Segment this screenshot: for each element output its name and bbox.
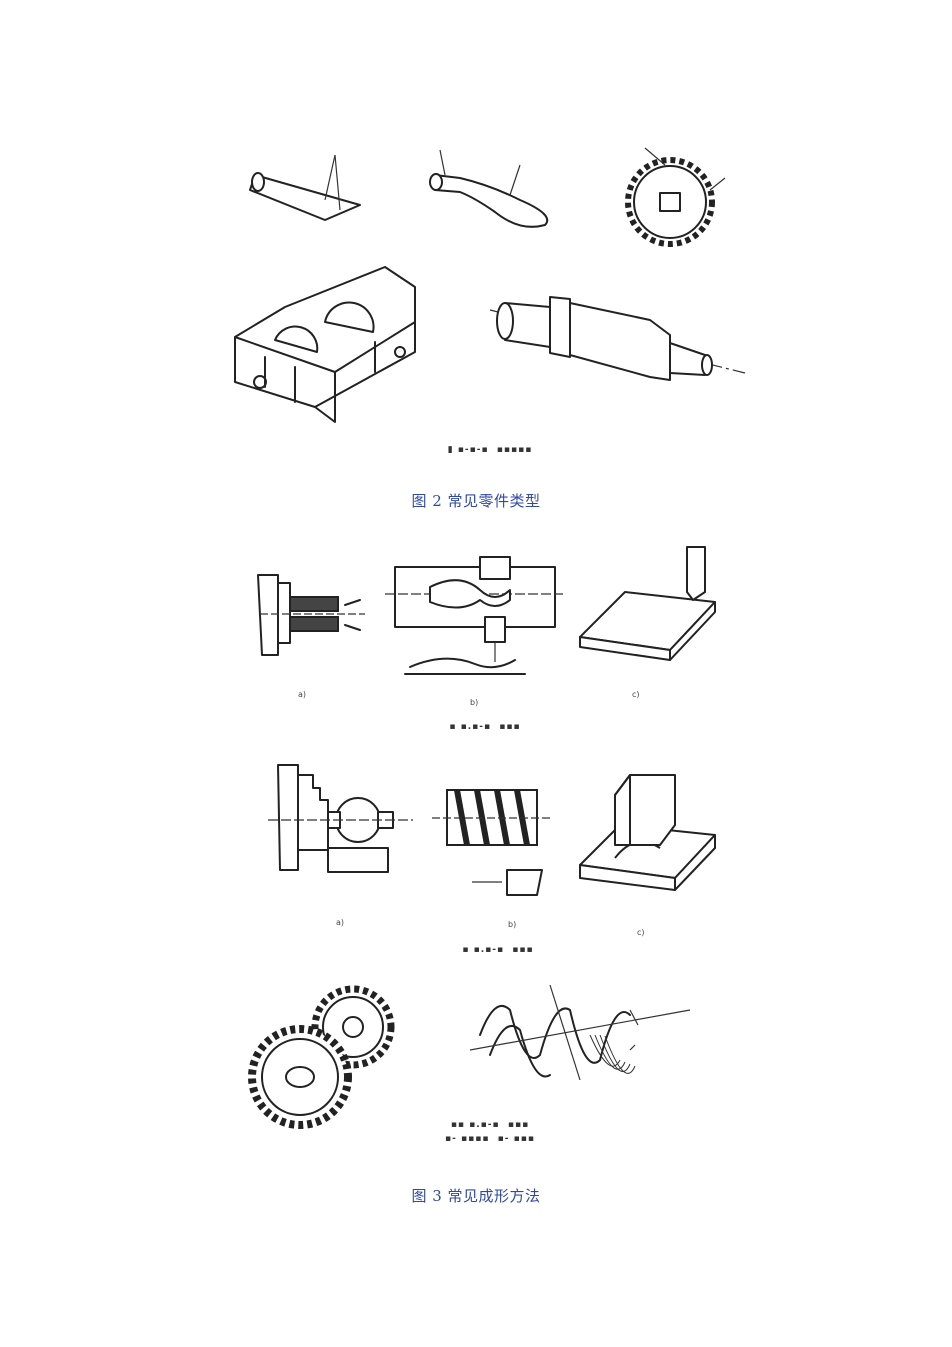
gear-part-icon xyxy=(625,147,726,247)
gear-pair-icon xyxy=(248,985,395,1129)
gearbox-housing-icon xyxy=(234,266,416,423)
part-pin-figure xyxy=(240,140,370,230)
copy-turning-figure xyxy=(385,552,565,682)
handle-part-icon xyxy=(429,149,549,228)
thread-cutting-figure xyxy=(432,770,552,900)
row3-original-caption: ▪▪ ▪.▪-▪ ▪▪▪▪- ▪▪▪▪ ▪- ▪▪▪ xyxy=(425,1118,555,1146)
form-planing-icon xyxy=(579,774,716,891)
planing-icon xyxy=(579,546,716,661)
form-turning-icon xyxy=(268,764,413,873)
subfig-label: b) xyxy=(470,698,479,707)
caption-scan-glyphs: ▪ ▪.▪-▪ ▪▪▪ xyxy=(462,945,534,955)
subfig-label: c) xyxy=(637,928,645,937)
lathe-turning-icon xyxy=(257,574,365,656)
planing-figure xyxy=(575,542,720,667)
thread-cutting-icon xyxy=(432,789,550,896)
form-turning-figure xyxy=(268,760,418,880)
stepped-shaft-icon xyxy=(489,296,746,381)
caption-scan-glyphs: ▪ ▪.▪-▪ ▪▪▪ xyxy=(449,722,521,732)
part-housing-figure xyxy=(225,262,425,432)
gear-hobbing-figure xyxy=(470,980,740,1090)
part-handle-figure xyxy=(420,140,570,235)
caption-scan-glyphs: ▮ ▪-▪-▪ ▪▪▪▪▪ xyxy=(447,445,533,455)
part-shaft-figure xyxy=(485,285,750,395)
gear-pair-figure xyxy=(245,985,410,1130)
subfig-label: b) xyxy=(508,920,517,929)
figure2-original-caption: ▮ ▪-▪-▪ ▪▪▪▪▪ xyxy=(430,445,550,455)
row2-original-caption: ▪ ▪.▪-▪ ▪▪▪ xyxy=(448,945,548,955)
figure3-caption: 图 3 常见成形方法 xyxy=(411,1187,541,1205)
subfig-label: c) xyxy=(632,690,640,699)
lathe-turning-figure xyxy=(250,565,370,665)
subfig-label: a) xyxy=(336,918,345,927)
row1-original-caption: ▪ ▪.▪-▪ ▪▪▪ xyxy=(435,722,535,732)
copy-turning-icon xyxy=(385,556,563,675)
gear-hobbing-icon xyxy=(470,984,691,1081)
part-gear-figure xyxy=(615,140,745,250)
subfig-label: a) xyxy=(298,690,307,699)
pin-part-icon xyxy=(249,154,361,221)
caption-scan-glyphs: ▪▪ ▪.▪-▪ ▪▪▪▪- ▪▪▪▪ ▪- ▪▪▪ xyxy=(445,1120,535,1144)
figure2-caption: 图 2 常见零件类型 xyxy=(411,492,541,510)
form-planing-figure xyxy=(575,770,720,895)
